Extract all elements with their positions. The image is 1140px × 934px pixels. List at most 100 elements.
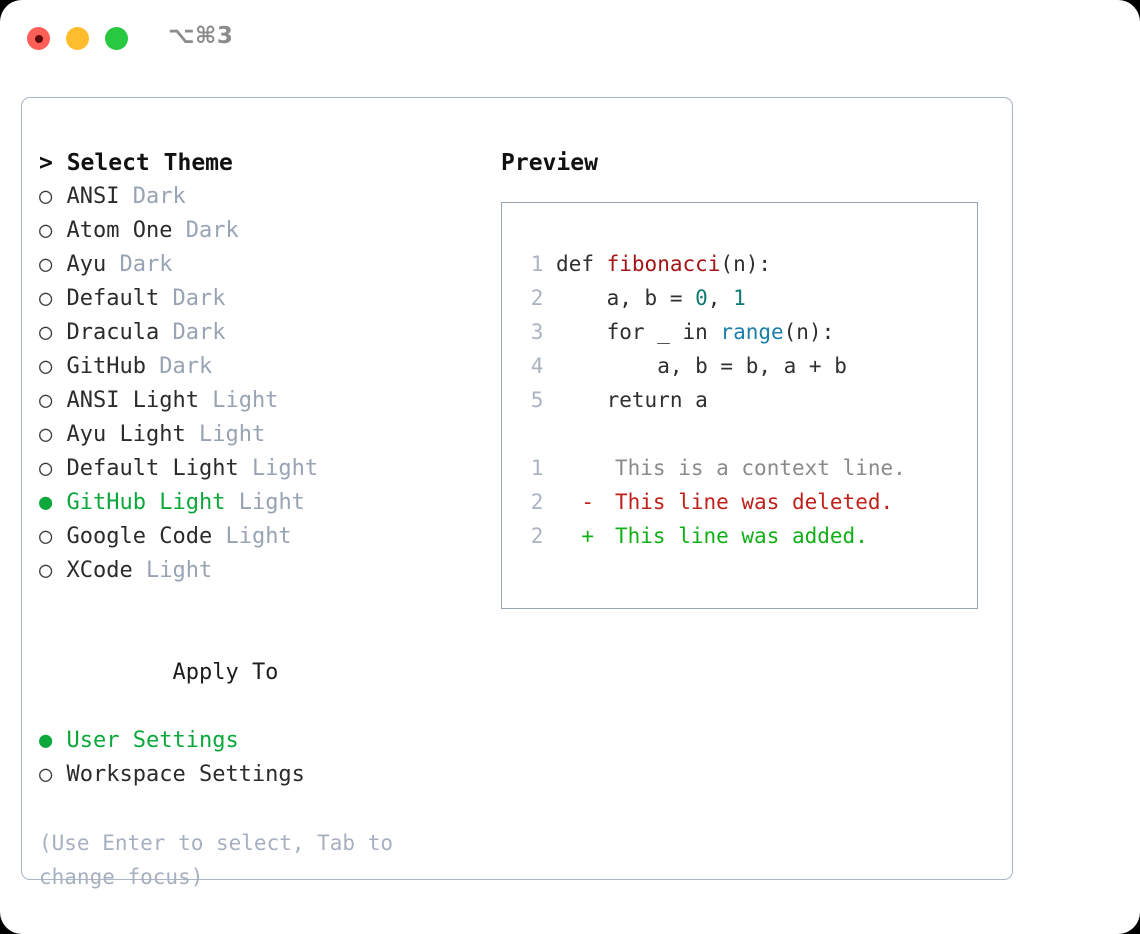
gutter-gap (543, 524, 581, 548)
zoom-button[interactable] (105, 27, 128, 50)
diff-line: 2 + This line was added. (514, 519, 977, 553)
theme-list[interactable]: ○ANSI Dark○Atom One Dark○Ayu Dark○Defaul… (39, 180, 499, 588)
code-token-plain: return a (556, 388, 708, 412)
code-token-plain: , (707, 286, 734, 310)
gutter-gap (543, 388, 556, 412)
theme-option[interactable]: ○Default Dark (39, 282, 499, 316)
gutter-gap (543, 490, 581, 514)
theme-option[interactable]: ○Google Code Light (39, 520, 499, 554)
gutter-gap (543, 456, 581, 480)
preview-heading: Preview (501, 150, 598, 176)
window-titlebar: ⌥⌘3 (0, 0, 1140, 78)
apply-to-option-label: User Settings (66, 728, 239, 753)
diff-marker-deleted: - (581, 490, 594, 514)
theme-option-label: ANSI Light (66, 388, 199, 413)
theme-option-tag: Dark (159, 354, 213, 379)
radio-unselected-icon: ○ (39, 252, 53, 277)
code-line-number: 4 (530, 354, 544, 378)
radio-unselected-icon: ○ (39, 422, 53, 447)
diff-sample: 1 This is a context line.2 - This line w… (514, 451, 977, 553)
theme-option-tag: Dark (132, 184, 186, 209)
diff-line: 1 This is a context line. (514, 451, 977, 485)
theme-option-tag: Dark (172, 320, 226, 345)
theme-option-label: Ayu Light (66, 422, 186, 447)
theme-option-tag: Light (145, 558, 213, 583)
gutter-gap (543, 252, 556, 276)
code-line-number: 5 (530, 388, 544, 412)
diff-text-deleted: This line was deleted. (614, 490, 894, 514)
code-line: 3 for _ in range(n): (514, 315, 977, 349)
radio-unselected-icon: ○ (39, 456, 53, 481)
minimize-button[interactable] (66, 27, 89, 50)
theme-option-label: Dracula (66, 320, 160, 345)
code-line: 4 a, b = b, a + b (514, 349, 977, 383)
keyboard-hint: (Use Enter to select, Tab to change focu… (39, 831, 406, 889)
diff-text-added: This line was added. (614, 524, 868, 548)
gutter-gap (543, 320, 556, 344)
radio-selected-icon: ● (39, 728, 53, 753)
theme-option-label: GitHub Light (66, 490, 226, 515)
theme-option[interactable]: ○Default Light Light (39, 452, 499, 486)
code-token-plain: (n): (720, 252, 771, 276)
content-panel: > Select Theme ○ANSI Dark○Atom One Dark○… (21, 97, 1013, 889)
theme-option-tag: Dark (119, 252, 173, 277)
radio-unselected-icon: ○ (39, 286, 53, 311)
diff-line: 2 - This line was deleted. (514, 485, 977, 519)
label-gap (146, 354, 159, 379)
code-line: 1 def fibonacci(n): (514, 247, 977, 281)
theme-option-label: Atom One (66, 218, 173, 243)
apply-to-option[interactable]: ○Workspace Settings (39, 758, 499, 792)
theme-option[interactable]: ● GitHub Light Light (39, 486, 499, 520)
label-gap (119, 184, 132, 209)
theme-option[interactable]: ○ Ayu Dark (39, 248, 499, 282)
marker-gap (602, 524, 615, 548)
diff-line-number: 2 (530, 524, 544, 548)
diff-gap (514, 417, 977, 451)
theme-option[interactable]: ○ANSI Light Light (39, 384, 499, 418)
radio-selected-icon: ● (39, 490, 53, 515)
label-gap (239, 456, 252, 481)
theme-option-label: ANSI (66, 184, 120, 209)
keyboard-shortcut-label: ⌥⌘3 (168, 23, 234, 49)
diff-marker-context (581, 451, 602, 485)
theme-option-label: Ayu (66, 252, 107, 277)
select-theme-heading: > Select Theme (39, 150, 233, 176)
code-token-fn: fibonacci (606, 252, 721, 276)
code-token-num: 0 (695, 286, 708, 310)
close-button[interactable] (27, 27, 50, 50)
code-token-plain: def (556, 252, 607, 276)
theme-option[interactable]: ○GitHub Dark (39, 350, 499, 384)
theme-option-tag: Light (251, 456, 319, 481)
label-gap (159, 286, 172, 311)
theme-option[interactable]: ○Atom One Dark (39, 214, 499, 248)
theme-option-label: Google Code (66, 524, 213, 549)
gutter-gap (543, 354, 556, 378)
radio-unselected-icon: ○ (39, 218, 53, 243)
theme-option-label: XCode (66, 558, 133, 583)
traffic-lights (27, 27, 128, 50)
apply-to-heading: Apply To (39, 622, 499, 724)
section-spacer (39, 588, 499, 622)
diff-line-number: 1 (530, 456, 544, 480)
apply-to-option[interactable]: ● User Settings (39, 724, 499, 758)
code-token-builtin: range (720, 320, 784, 344)
code-token-plain: for _ in (556, 320, 721, 344)
label-gap (225, 490, 238, 515)
radio-unselected-icon: ○ (39, 524, 53, 549)
diff-line-number: 2 (530, 490, 544, 514)
code-token-plain: (n): (783, 320, 835, 344)
theme-option[interactable]: ○Dracula Dark (39, 316, 499, 350)
apply-to-list[interactable]: ● User Settings ○Workspace Settings (39, 724, 499, 792)
theme-selection-column: > Select Theme ○ANSI Dark○Atom One Dark○… (39, 146, 499, 894)
theme-option[interactable]: ○ANSI Dark (39, 180, 499, 214)
radio-unselected-icon: ○ (39, 388, 53, 413)
theme-option-tag: Light (238, 490, 305, 515)
label-gap (186, 422, 199, 447)
theme-option-tag: Light (198, 422, 266, 447)
theme-option[interactable]: ○XCode Light (39, 554, 499, 588)
theme-option-label: Default (66, 286, 160, 311)
code-token-plain: a, b = (556, 286, 696, 310)
theme-option[interactable]: ○ Ayu Light Light (39, 418, 499, 452)
